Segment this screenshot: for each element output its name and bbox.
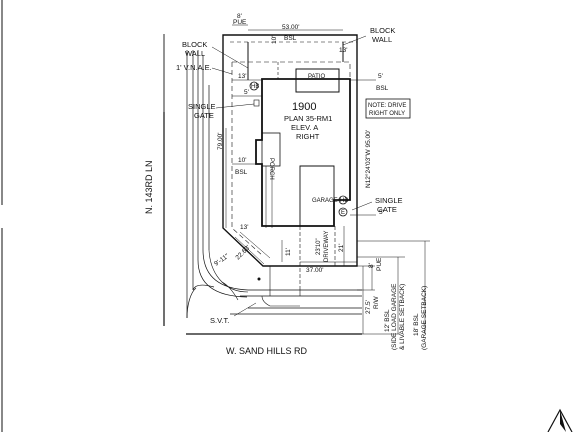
leader-line [233, 302, 257, 317]
north-arrow-fill [560, 410, 566, 432]
curb-return [192, 284, 215, 291]
dim-9-11-label: 9'-11" [213, 252, 231, 267]
garage-outline [299, 165, 335, 226]
hose-bib-icon [249, 81, 259, 91]
bsl-left-label: BSL [235, 169, 248, 176]
single-gate-label: GATE [377, 205, 397, 214]
curb-return [186, 287, 197, 319]
leader-line [215, 103, 255, 109]
dim-53-label: 53.00' [282, 24, 300, 31]
driveway-label: DRIVEWAY [324, 231, 330, 262]
dim-10-left-label: 10' [238, 157, 246, 164]
block-wall-label: WALL [185, 49, 205, 58]
sidewalk-return [197, 259, 248, 298]
note-box [365, 98, 411, 119]
dim-79-label: 79.00' [217, 132, 224, 150]
pue-right-label: PUE [376, 257, 383, 271]
street-name-bottom: W. SAND HILLS RD [226, 346, 308, 356]
leader-line [211, 67, 233, 75]
pue-label: PUE [233, 19, 247, 26]
single-gate-label: GATE [194, 111, 214, 120]
dim-18-bsl-label: 18' BSL [413, 313, 420, 336]
garage-setback-note: (GARAGE SETBACK) [421, 286, 428, 350]
driveway-apron [261, 295, 300, 307]
setback-line [231, 62, 264, 257]
note-text: NOTE: DRIVE [368, 103, 406, 109]
electric-meter-icon [338, 207, 348, 217]
dim-10-label: 10' [271, 36, 278, 44]
porch-outline [261, 132, 281, 167]
handing-label: RIGHT [296, 132, 320, 141]
patio-label: PATIO [308, 74, 325, 80]
dim-5-bottom-text: 5' [379, 209, 384, 216]
block-wall-label: WALL [372, 35, 392, 44]
rw-label: R/W [373, 296, 380, 310]
corner-wall-line [239, 231, 271, 259]
dim-8-label: 8' [237, 13, 242, 20]
bearing-label: N12°24'03"W 95.00' [364, 130, 372, 188]
dim-13-bottom-label: 13' [240, 224, 248, 231]
side-load-note: (SIDE LOAD GARAGE [391, 283, 398, 350]
corner-wall-line [234, 236, 265, 265]
dim-8-pue-label: 8' [368, 263, 375, 268]
property-line [222, 34, 358, 267]
dim-13-label: 13' [339, 47, 347, 54]
hose-bib-label: HB [340, 198, 348, 204]
dim-21-label: 21' [338, 244, 345, 252]
curb-ramp [221, 281, 239, 301]
dim-5-left-label: 5' [244, 89, 249, 96]
dim-13-left-label: 13' [238, 73, 246, 80]
dim-27-5-label: 27.5' [365, 300, 372, 314]
hose-bib-label: HB [251, 84, 259, 90]
gate-symbol [253, 99, 260, 107]
dim-11-label: 11' [285, 248, 292, 256]
elevation-label: ELEV. A [291, 123, 318, 132]
leader-line [351, 201, 373, 211]
house-footprint [255, 78, 351, 227]
dim-5-right-label: 5' [378, 73, 383, 80]
single-gate-label: SINGLE [375, 196, 403, 205]
block-wall-label: BLOCK [370, 26, 395, 35]
street-name-left: N. 143RD LN [144, 160, 154, 214]
note-text: RIGHT ONLY [369, 111, 405, 117]
svt-point-icon [257, 277, 261, 281]
garage-label: GARAGE [312, 198, 338, 204]
dim-23-10-label: 23'10" [316, 238, 322, 255]
plan-label: PLAN 35-RM1 [284, 114, 332, 123]
bsl-top-label: BSL [284, 35, 297, 42]
side-load-note: & LIVABLE SETBACK) [399, 284, 406, 350]
block-wall-label: BLOCK [182, 40, 207, 49]
hose-bib-icon [338, 195, 348, 205]
vnae-label: 1' V.N.A.E. [176, 63, 212, 72]
electric-meter-label: E [341, 210, 345, 216]
porch-label: PORCH [268, 158, 274, 180]
patio-outline [295, 68, 340, 93]
sidewalk-return [202, 249, 249, 291]
single-gate-label: SINGLE [188, 102, 216, 111]
leader-line [342, 35, 367, 46]
leader-line [211, 46, 249, 69]
dim-12-bsl-label: 12' BSL [384, 309, 391, 332]
bsl-right-label: BSL [376, 85, 389, 92]
dim-37-label: 37.00' [306, 267, 324, 274]
svt-label: S.V.T. [210, 316, 229, 325]
lot-number: 1900 [292, 101, 316, 113]
